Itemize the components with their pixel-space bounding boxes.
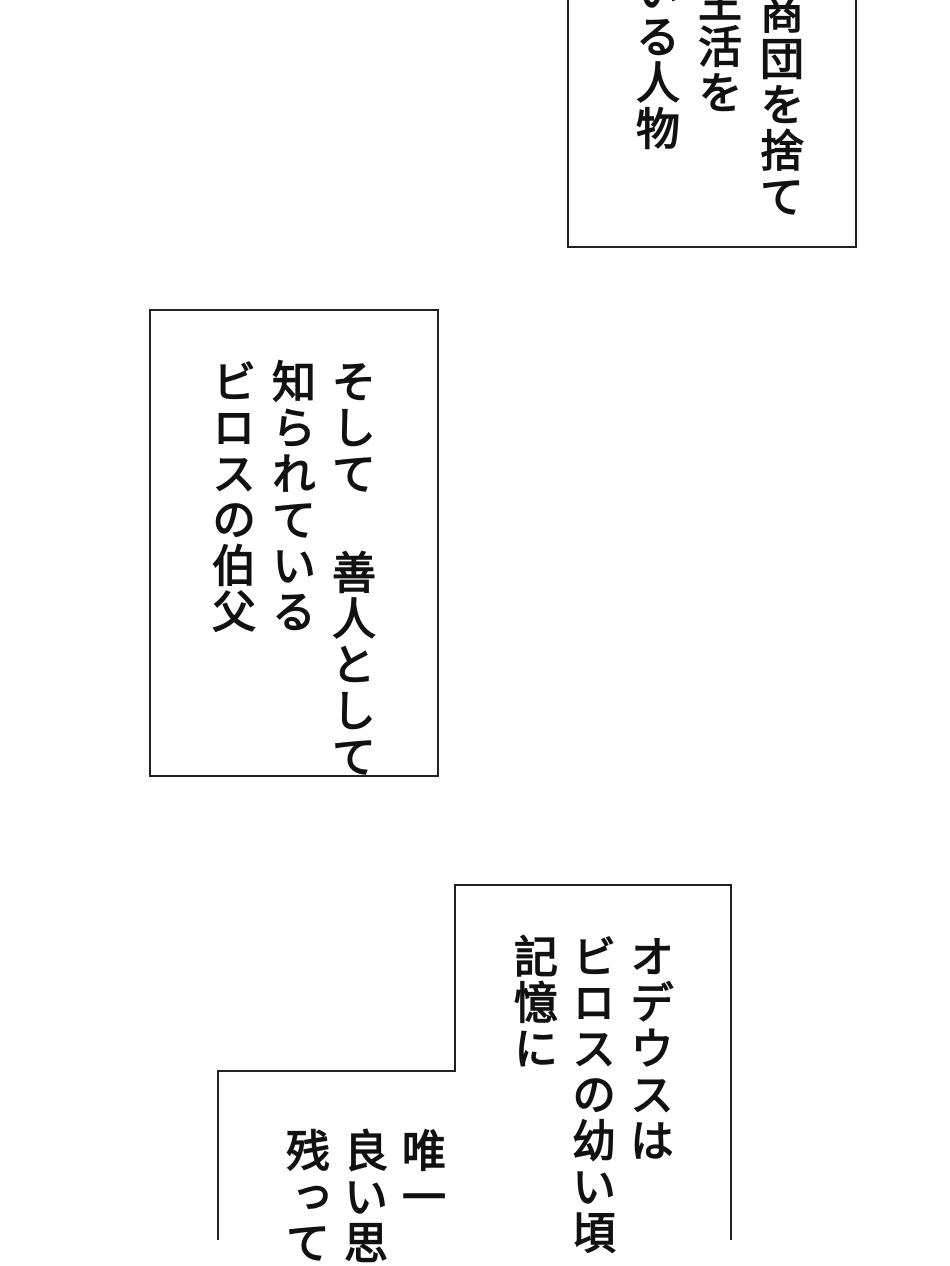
caption-middle-line-1: そして 善人として xyxy=(324,359,375,780)
caption-bottom-line-4: 唯一 xyxy=(394,1128,445,1220)
caption-middle-line-3: ビロスの伯父 xyxy=(204,359,255,635)
caption-box-bottom: オデウスは ビロスの幼い頃 記憶に 唯一 良い思 残って xyxy=(217,884,733,1266)
caption-top-line-3: いる人物 xyxy=(628,0,679,152)
caption-bottom-line-1: オデウスは xyxy=(622,934,673,1164)
caption-top-line-2: 生活を xyxy=(690,0,741,116)
caption-bottom-line-2: ビロスの幼い頃 xyxy=(564,934,615,1256)
caption-box-top: 商団を捨て 生活を いる人物 xyxy=(567,0,857,248)
caption-box-bottom-border xyxy=(217,884,732,1240)
caption-top-line-1: 商団を捨て xyxy=(752,0,803,220)
caption-box-middle: そして 善人として 知られている ビロスの伯父 xyxy=(149,309,439,780)
caption-middle-line-2: 知られている xyxy=(264,359,315,635)
caption-bottom-line-3: 記憶に xyxy=(506,934,557,1072)
caption-box-top-border xyxy=(567,0,857,248)
caption-bottom-line-5: 良い思 xyxy=(336,1128,387,1266)
caption-bottom-line-6: 残って xyxy=(278,1128,329,1266)
caption-box-middle-border xyxy=(149,309,439,777)
